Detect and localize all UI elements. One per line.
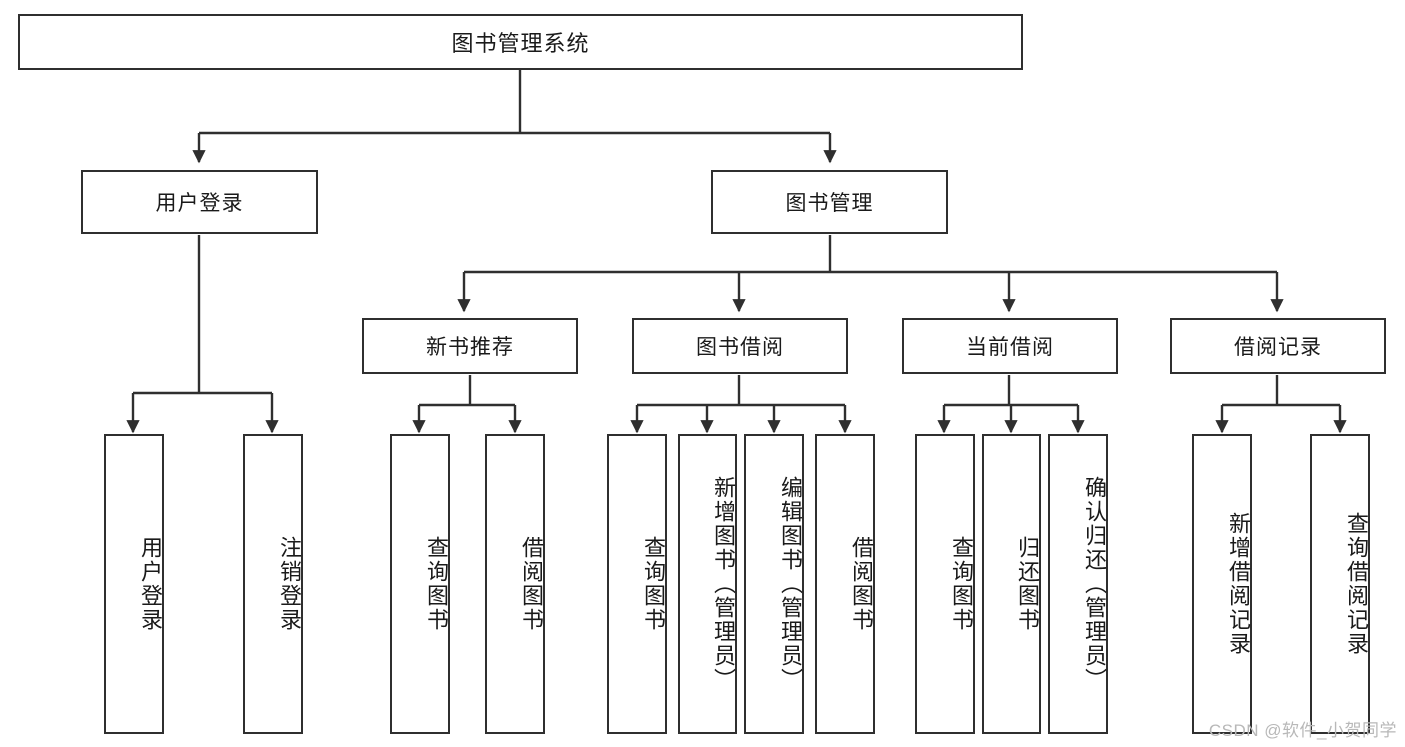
leaf-label: 确认归还（管理员） xyxy=(1082,476,1107,692)
node-book-management[interactable]: 图书管理 xyxy=(711,170,948,234)
leaf-user-login[interactable]: 用户登录 xyxy=(104,434,164,734)
leaf-logout[interactable]: 注销登录 xyxy=(243,434,303,734)
leaf-label: 新增图书（管理员） xyxy=(711,476,736,692)
leaf-label: 查询借阅记录 xyxy=(1344,512,1369,656)
leaf-label: 查询图书 xyxy=(641,536,666,632)
leaf-borrow-book[interactable]: 借阅图书 xyxy=(815,434,875,734)
node-root-library-management-system[interactable]: 图书管理系统 xyxy=(18,14,1023,70)
leaf-confirm-return-admin[interactable]: 确认归还（管理员） xyxy=(1048,434,1108,734)
leaf-add-book-admin[interactable]: 新增图书（管理员） xyxy=(678,434,737,734)
node-new-book-recommend[interactable]: 新书推荐 xyxy=(362,318,578,374)
leaf-label: 编辑图书（管理员） xyxy=(778,476,803,692)
leaf-label: 注销登录 xyxy=(277,536,302,632)
node-borrow-record[interactable]: 借阅记录 xyxy=(1170,318,1386,374)
leaf-add-borrow-record[interactable]: 新增借阅记录 xyxy=(1192,434,1252,734)
leaf-label: 借阅图书 xyxy=(519,536,544,632)
leaf-query-borrow-record[interactable]: 查询借阅记录 xyxy=(1310,434,1370,734)
leaf-query-book-borrow[interactable]: 查询图书 xyxy=(607,434,667,734)
leaf-label: 归还图书 xyxy=(1015,536,1040,632)
leaf-label: 借阅图书 xyxy=(849,536,874,632)
csdn-watermark: CSDN @软件_小贺同学 xyxy=(1208,721,1397,740)
leaf-query-book-recommend[interactable]: 查询图书 xyxy=(390,434,450,734)
node-book-borrow[interactable]: 图书借阅 xyxy=(632,318,848,374)
node-user-login[interactable]: 用户登录 xyxy=(81,170,318,234)
leaf-label: 用户登录 xyxy=(138,536,163,632)
leaf-borrow-book-recommend[interactable]: 借阅图书 xyxy=(485,434,545,734)
leaf-return-book[interactable]: 归还图书 xyxy=(982,434,1041,734)
leaf-label: 新增借阅记录 xyxy=(1226,512,1251,656)
leaf-label: 查询图书 xyxy=(949,536,974,632)
leaf-edit-book-admin[interactable]: 编辑图书（管理员） xyxy=(744,434,804,734)
leaf-query-book-current[interactable]: 查询图书 xyxy=(915,434,975,734)
leaf-label: 查询图书 xyxy=(424,536,449,632)
node-current-borrow[interactable]: 当前借阅 xyxy=(902,318,1118,374)
